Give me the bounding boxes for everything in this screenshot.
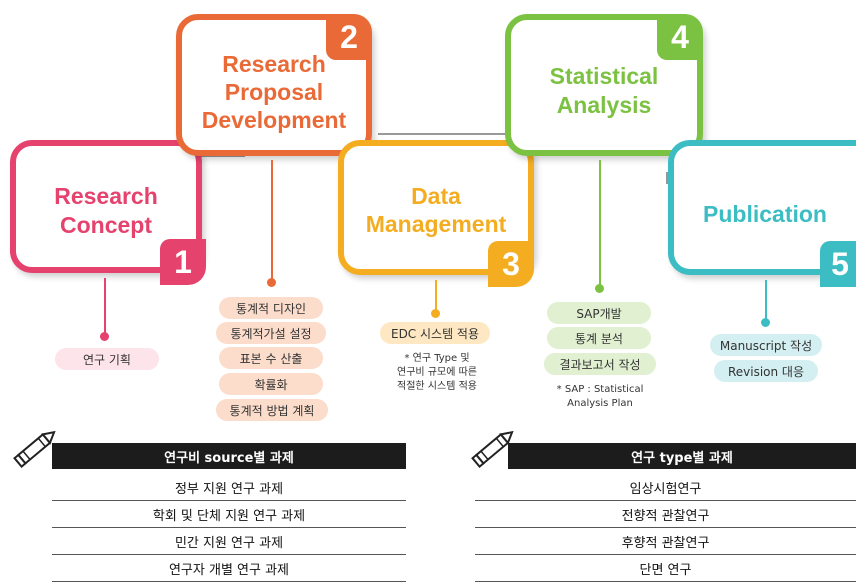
step-3-line (435, 280, 437, 314)
table-right-row: 전향적 관찰연구 (475, 501, 856, 528)
step-4-item: 통계 분석 (547, 327, 651, 349)
step-4-line (599, 160, 601, 288)
table-right-row: 후향적 관찰연구 (475, 528, 856, 555)
step-4-dot (595, 284, 604, 293)
step-4-item: 결과보고서 작성 (544, 353, 656, 375)
step-5-item: Manuscript 작성 (710, 334, 822, 356)
step-3-title: Data Management (365, 183, 507, 237)
step-4-note: * SAP : Statistical Analysis Plan (556, 384, 644, 409)
step-1-title: Research Concept (54, 183, 158, 238)
connector-3-4 (378, 133, 518, 135)
table-right-row: 임상시험연구 (475, 474, 856, 501)
step-2-number: 2 (326, 14, 372, 60)
step-2-title: Research Proposal Development (201, 51, 347, 133)
table-left-row: 학회 및 단체 지원 연구 과제 (52, 501, 406, 528)
step-3-note: * 연구 Type 및 연구비 규모에 따른 적절한 시스템 적용 (397, 353, 477, 392)
connector-4-5 (666, 172, 668, 184)
step-1-dot (100, 332, 109, 341)
step-1-item: 연구 기획 (55, 348, 159, 370)
table-left-header: 연구비 source별 과제 (52, 443, 406, 469)
step-4-item: SAP개발 (547, 302, 651, 324)
step-3-item: EDC 시스템 적용 (380, 322, 490, 344)
step-1-number: 1 (160, 239, 206, 285)
step-2-item: 통계적 방법 계획 (216, 399, 328, 421)
pencil-icon (471, 430, 514, 469)
table-left-row: 연구자 개별 연구 과제 (52, 555, 406, 582)
table-left-row: 민간 지원 연구 과제 (52, 528, 406, 555)
table-left-row: 정부 지원 연구 과제 (52, 474, 406, 501)
table-right-row: 단면 연구 (475, 555, 856, 582)
pencil-icon (13, 430, 56, 469)
step-5-dot (761, 318, 770, 327)
step-1-line (104, 278, 106, 336)
step-5-item: Revision 대응 (714, 360, 818, 382)
step-4-number: 4 (657, 14, 703, 60)
step-2-item: 통계적 디자인 (219, 297, 323, 319)
step-3-dot (431, 309, 440, 318)
step-5-line (765, 280, 767, 322)
step-2-line (271, 160, 273, 282)
step-2-item: 확률화 (219, 373, 323, 395)
table-right-header: 연구 type별 과제 (508, 443, 856, 469)
step-5-number: 5 (820, 241, 856, 287)
step-2-item: 통계적가설 설정 (216, 322, 326, 344)
step-5-title: Publication (703, 201, 827, 227)
connector-1-2 (200, 155, 245, 157)
step-3-number: 3 (488, 241, 534, 287)
step-4-title: Statistical Analysis (549, 63, 659, 118)
step-2-dot (267, 278, 276, 287)
step-2-item: 표본 수 산출 (219, 347, 323, 369)
